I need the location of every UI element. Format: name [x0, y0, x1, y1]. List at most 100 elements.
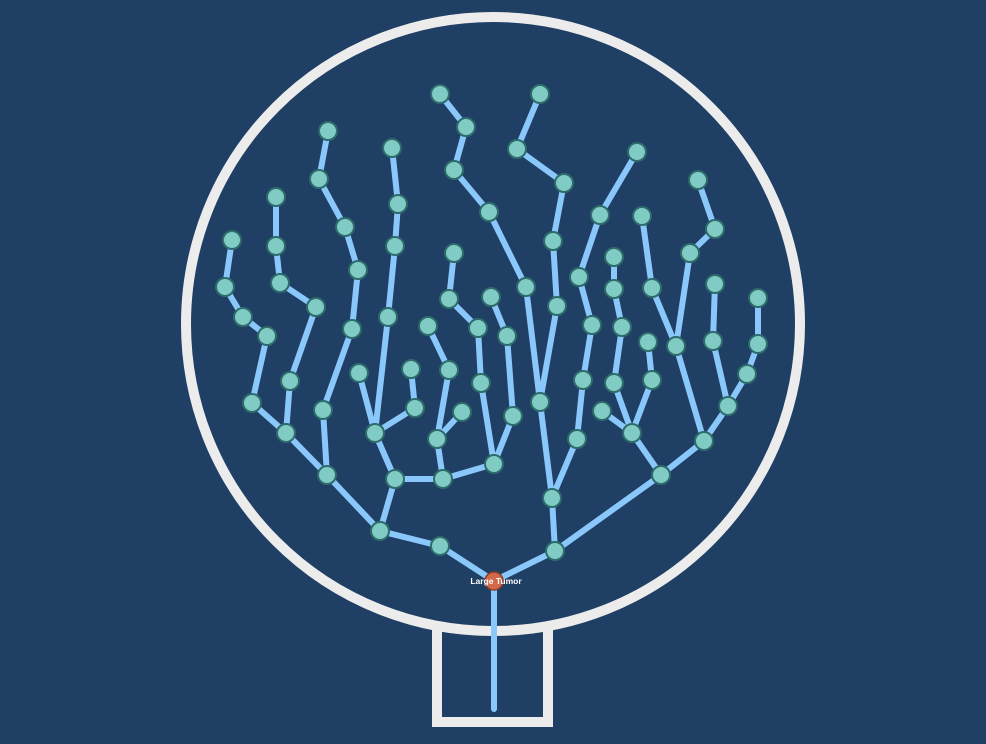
tree-node-at	[542, 488, 562, 508]
tree-node-s	[348, 260, 368, 280]
tree-node-aq	[497, 326, 517, 346]
crown-circle	[181, 12, 805, 636]
tree-node-ah	[439, 360, 459, 380]
tree-node-ar	[481, 287, 501, 307]
root-group: Large Tumor	[470, 571, 522, 591]
tree-node-bp	[604, 279, 624, 299]
tree-node-by	[680, 243, 700, 263]
tree-node-cd	[705, 274, 725, 294]
tree-node-be	[530, 84, 550, 104]
tree-node-ay	[456, 117, 476, 137]
tree-node-aa	[388, 194, 408, 214]
tree-node-ad	[405, 398, 425, 418]
edge-x-ac	[356, 370, 378, 436]
edge-ak-al	[478, 380, 497, 467]
tree-node-ca	[688, 170, 708, 190]
edge-r-a	[437, 543, 497, 584]
tree-node-ai	[418, 316, 438, 336]
edge-bu-bv	[639, 213, 655, 291]
tree-node-q	[342, 319, 362, 339]
edge-bx-bu	[649, 285, 679, 349]
tree-node-e	[242, 393, 262, 413]
tree-node-u	[309, 169, 329, 189]
tree-node-aj	[452, 402, 472, 422]
tree-node-m	[266, 236, 286, 256]
tree-node-af	[433, 469, 453, 489]
tree-node-bi	[569, 267, 589, 287]
tree-node-bs	[642, 370, 662, 390]
tree-node-au	[530, 392, 550, 412]
nodes	[215, 84, 768, 561]
tree-node-bd	[507, 139, 527, 159]
tree-node-bg	[573, 370, 593, 390]
tree-node-d	[276, 423, 296, 443]
tree-node-b	[370, 521, 390, 541]
tree-node-z	[385, 236, 405, 256]
tree-node-ak	[484, 454, 504, 474]
edge-bj-bk	[597, 149, 640, 218]
edge-c-o	[320, 407, 330, 478]
tree-node-bc	[554, 173, 574, 193]
edge-bi-bj	[576, 212, 603, 280]
tree-node-bo	[604, 373, 624, 393]
tree-node-g	[233, 307, 253, 327]
tree-node-v	[318, 121, 338, 141]
tree-node-o	[313, 400, 333, 420]
tree-node-k	[306, 297, 326, 317]
edge-ap-aq	[504, 333, 516, 419]
tree-node-ag	[427, 429, 447, 449]
edge-au-av	[523, 284, 543, 405]
edge-a-b	[377, 528, 443, 549]
tree-node-bh	[582, 315, 602, 335]
tree-node-ba	[547, 296, 567, 316]
tree-node-ap	[503, 406, 523, 426]
tree-node-bm	[622, 423, 642, 443]
edge-au-ba	[537, 303, 560, 405]
tree-node-t	[335, 217, 355, 237]
tree-node-x	[365, 423, 385, 443]
tree-node-j	[280, 371, 300, 391]
edge-as-bl	[552, 472, 664, 554]
tree-node-bf	[567, 429, 587, 449]
tree-node-ae	[401, 359, 421, 379]
tree-node-bx	[666, 336, 686, 356]
tree-node-y	[378, 307, 398, 327]
tree-node-ac	[349, 363, 369, 383]
tree-node-br	[612, 317, 632, 337]
edge-r-as	[491, 548, 558, 584]
edge-bx-by	[673, 250, 693, 349]
tree-node-am	[468, 318, 488, 338]
edge-j-k	[287, 304, 319, 384]
tree-node-al	[471, 373, 491, 393]
tree-node-f	[257, 326, 277, 346]
tree-node-cc	[703, 331, 723, 351]
tree-node-bn	[592, 401, 612, 421]
tree-node-bk	[627, 142, 647, 162]
edge-ba-bb	[550, 238, 560, 309]
root-label: Large Tumor	[470, 576, 522, 586]
tree-node-bb	[543, 231, 563, 251]
tree-node-an	[439, 289, 459, 309]
tree-node-cf	[748, 334, 768, 354]
tree-node-bu	[642, 278, 662, 298]
tree-node-bw	[694, 431, 714, 451]
tree-node-bv	[632, 206, 652, 226]
tree-node-bz	[705, 219, 725, 239]
tree-node-bl	[651, 465, 671, 485]
edge-e-f	[249, 333, 270, 406]
tree-node-ao	[444, 243, 464, 263]
tree-node-av	[516, 277, 536, 297]
tree-node-as	[545, 541, 565, 561]
tree-node-l	[270, 273, 290, 293]
tree-node-aw	[479, 202, 499, 222]
tree-node-w	[385, 469, 405, 489]
edge-cb-cc	[710, 338, 731, 409]
edge-y-z	[385, 243, 398, 320]
root-node	[484, 571, 504, 591]
tree-node-cg	[748, 288, 768, 308]
tree-node-i	[222, 230, 242, 250]
tree-node-ce	[737, 364, 757, 384]
tree-node-az	[430, 84, 450, 104]
edge-at-au	[537, 399, 555, 501]
edge-o-q	[320, 326, 355, 413]
